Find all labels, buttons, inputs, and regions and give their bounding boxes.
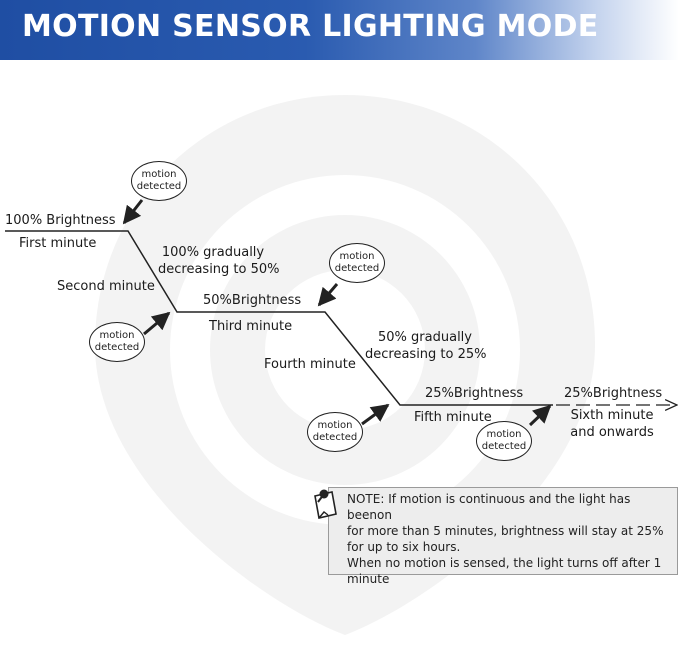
motion-arrow-3: [317, 283, 339, 307]
motion-arrow-5: [528, 404, 552, 427]
pushpin-note-icon: [314, 489, 337, 519]
timeline-path: [5, 230, 553, 406]
stage-fifth-time: Fifth minute: [414, 410, 492, 425]
stage-fifth-level: 25%Brightness: [425, 386, 524, 401]
page-title: MOTION SENSOR LIGHTING MODE: [22, 9, 599, 44]
stage-sixth-time: Sixth minute and onwards: [570, 408, 654, 440]
background-watermark: [95, 95, 595, 635]
stage-second-level: 100% gradually decreasing to 50%: [158, 245, 280, 277]
motion-arrow-1: [122, 199, 144, 225]
stage-fourth-level: 50% gradually decreasing to 25%: [365, 330, 487, 362]
motion-arrow-2: [143, 311, 171, 336]
stage-third-time: Third minute: [209, 319, 293, 334]
stage-first-time: First minute: [19, 236, 97, 251]
stage-sixth-level: 25%Brightness: [564, 386, 663, 401]
stage-fourth-time: Fourth minute: [264, 357, 356, 372]
stage-second-time: Second minute: [57, 279, 155, 294]
motion-arrow-4: [361, 403, 390, 426]
header-banner: MOTION SENSOR LIGHTING MODE: [0, 0, 679, 60]
stage-third-level: 50%Brightness: [203, 293, 302, 308]
note-box: NOTE: If motion is continuous and the li…: [328, 487, 678, 586]
stage-first-level: 100% Brightness: [5, 213, 116, 228]
